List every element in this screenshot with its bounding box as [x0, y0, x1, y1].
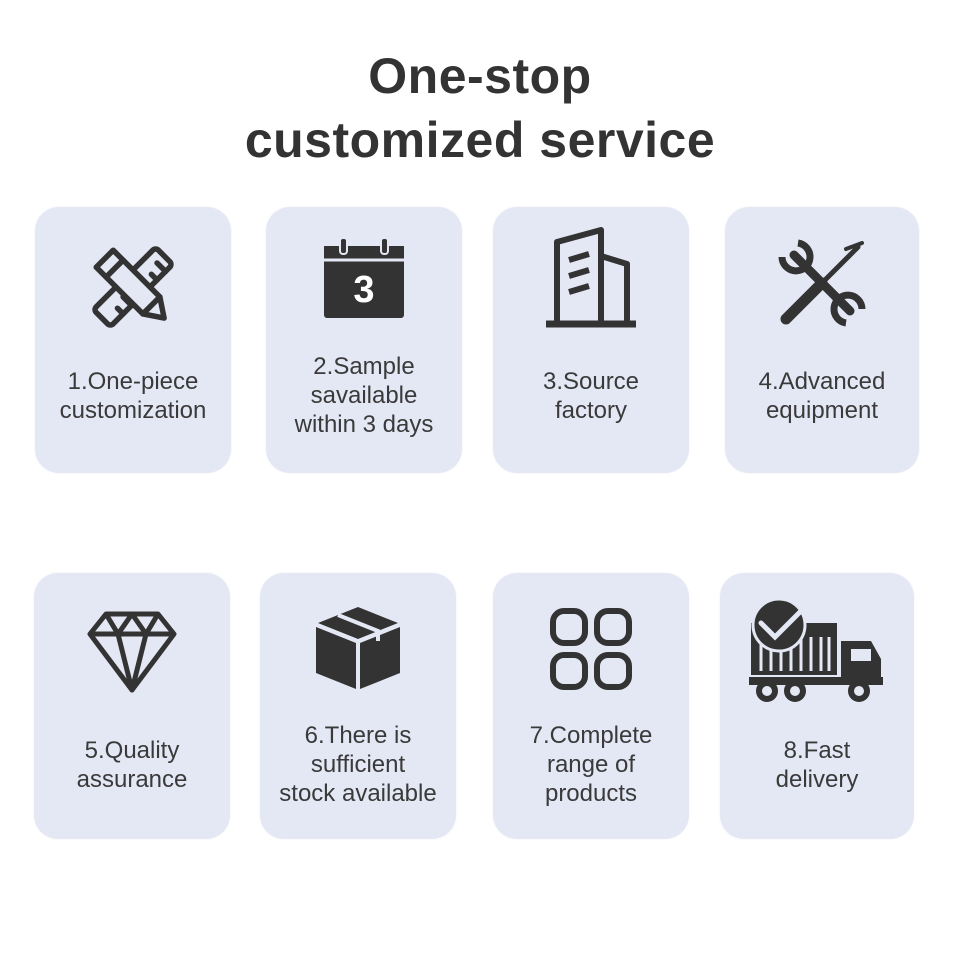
page-title-line-2: customized service	[244, 112, 716, 168]
wrench-screwdriver-icon	[725, 233, 919, 333]
service-card-stock: 6.There is sufficient stock available	[260, 573, 456, 839]
service-label: 2.Sample savailable within 3 days	[294, 353, 434, 438]
service-card-equipment: 4.Advanced equipment	[725, 207, 919, 473]
page-title-line-1: One-stop	[368, 48, 592, 104]
calendar-icon: 3	[266, 233, 462, 323]
grid-icon	[493, 607, 689, 691]
service-label: 7.Complete range of products	[529, 722, 653, 807]
service-card-products: 7.Complete range of products	[493, 573, 689, 839]
service-label: 4.Advanced equipment	[758, 368, 886, 424]
calendar-number: 3	[353, 269, 374, 311]
service-label: 8.Fast delivery	[775, 737, 859, 793]
service-label: 1.One-piece customization	[59, 368, 207, 424]
service-card-customization: 1.One-piece customization	[35, 207, 231, 473]
service-label: 6.There is sufficient stock available	[279, 722, 437, 807]
service-card-sample: 3 2.Sample savailable within 3 days	[266, 207, 462, 473]
box-icon	[260, 599, 456, 695]
building-icon	[493, 225, 689, 330]
pencil-ruler-icon	[35, 237, 231, 337]
service-card-factory: 3.Source factory	[493, 207, 689, 473]
service-label: 5.Quality assurance	[76, 737, 188, 793]
service-card-quality: 5.Quality assurance	[34, 573, 230, 839]
truck-icon	[720, 595, 914, 705]
service-label: 3.Source factory	[542, 368, 640, 424]
service-card-delivery: 8.Fast delivery	[720, 573, 914, 839]
diamond-icon	[34, 603, 230, 698]
